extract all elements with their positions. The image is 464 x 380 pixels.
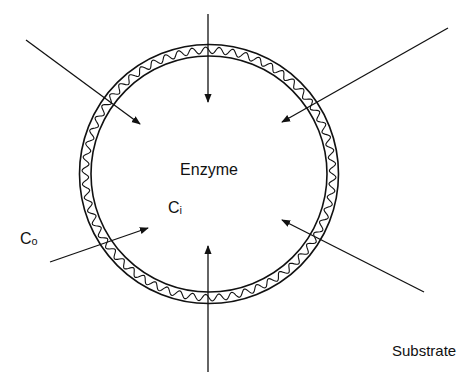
concentration-label: Cᵢ	[168, 199, 182, 217]
arrow	[26, 40, 140, 124]
substrate-label: Substrate	[392, 343, 456, 360]
inner-wall	[91, 56, 327, 292]
enzyme-capsule: EnzymeCᵢ	[78, 43, 340, 305]
concentration-label: Cₒ	[20, 230, 38, 248]
outer-wall	[80, 45, 339, 304]
arrow	[207, 246, 208, 372]
arrow	[207, 14, 208, 102]
arrow	[282, 220, 424, 292]
node-title: Enzyme	[180, 161, 238, 179]
wavy-membrane	[82, 47, 336, 301]
